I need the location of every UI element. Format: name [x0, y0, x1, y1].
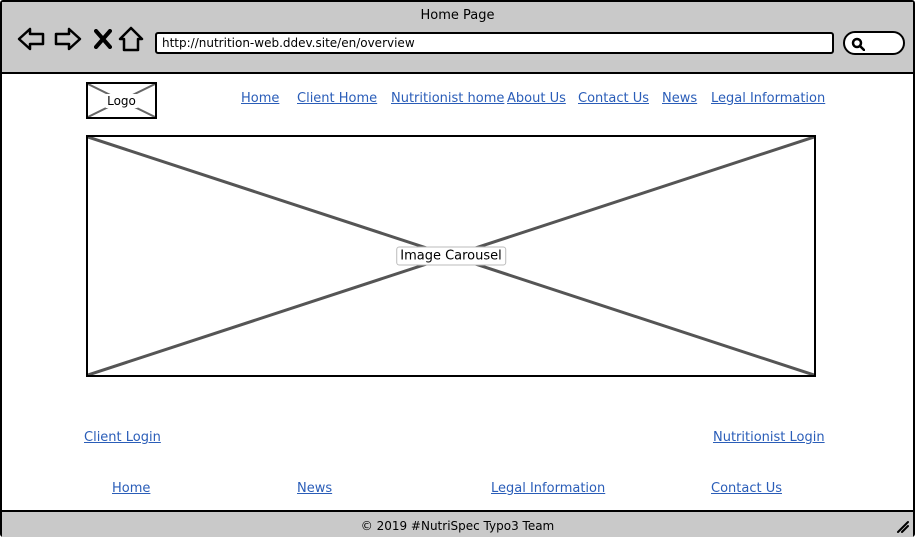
browser-toolbar: Home Page http://nutrition-web.ddev.site… [2, 2, 913, 74]
back-arrow-icon[interactable] [16, 24, 46, 54]
nav-link-nutritionist-home[interactable]: Nutritionist home [391, 91, 505, 106]
image-carousel[interactable]: Image Carousel [86, 135, 816, 377]
logo: Logo [86, 82, 157, 119]
footer-link-legal-information[interactable]: Legal Information [491, 481, 606, 496]
footer-link-home[interactable]: Home [112, 481, 151, 496]
nav-link-about-us[interactable]: About Us [507, 91, 566, 106]
nav-link-legal-information[interactable]: Legal Information [711, 91, 826, 106]
client-login-link[interactable]: Client Login [84, 430, 161, 445]
url-input[interactable]: http://nutrition-web.ddev.site/en/overvi… [155, 32, 834, 54]
status-bar: © 2019 #NutriSpec Typo3 Team [2, 510, 913, 537]
window-title: Home Page [420, 8, 495, 23]
nav-link-news[interactable]: News [662, 91, 698, 106]
nav-link-client-home[interactable]: Client Home [297, 91, 378, 106]
forward-arrow-icon[interactable] [53, 24, 83, 54]
home-icon[interactable] [116, 24, 146, 54]
resize-grip-icon[interactable] [895, 518, 909, 533]
copyright-text: © 2019 #NutriSpec Typo3 Team [360, 519, 555, 533]
footer-link-contact-us[interactable]: Contact Us [711, 481, 782, 496]
search-input[interactable] [843, 31, 905, 55]
search-icon [851, 36, 866, 55]
nav-link-contact-us[interactable]: Contact Us [578, 91, 649, 106]
carousel-label: Image Carousel [396, 246, 506, 266]
close-icon[interactable] [88, 24, 118, 54]
logo-label: Logo [105, 93, 138, 108]
nav-link-home[interactable]: Home [241, 91, 280, 106]
nutritionist-login-link[interactable]: Nutritionist Login [713, 430, 825, 445]
footer-link-news[interactable]: News [297, 481, 333, 496]
